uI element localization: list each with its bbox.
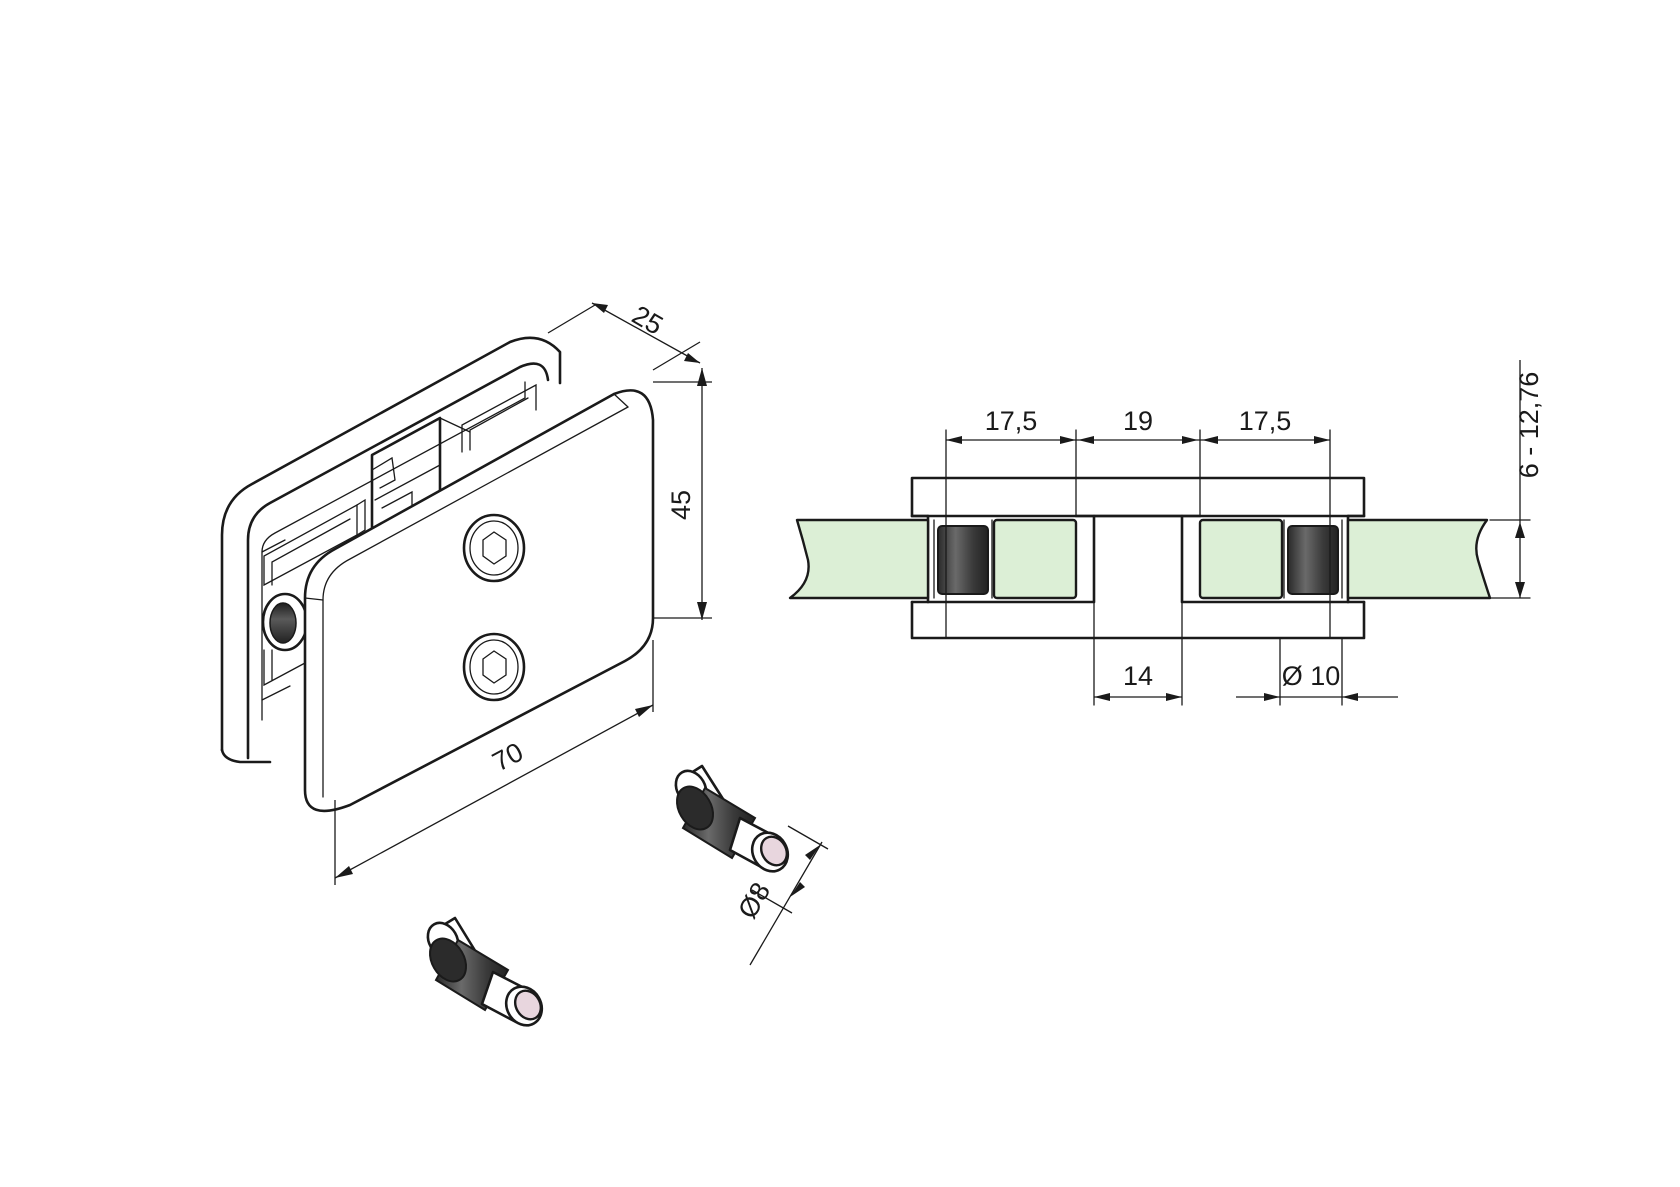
clamp-isometric — [220, 336, 655, 813]
dim-glass-label: 6 - 12,76 — [1514, 372, 1544, 479]
screw-lower — [462, 632, 526, 702]
screw-upper — [462, 513, 526, 583]
clamp-top-section — [910, 476, 1366, 518]
clamp-bottom-section — [910, 600, 1366, 640]
glass-left — [788, 518, 930, 600]
glass-center-right — [1198, 518, 1284, 600]
dim-pin-label: Ø 10 — [1282, 661, 1341, 691]
rubber-right — [1287, 525, 1339, 595]
glass-center-left — [992, 518, 1078, 600]
dim-right-label: 17,5 — [1239, 406, 1292, 436]
pin-right — [674, 764, 790, 873]
dim-pin-diameter-label: Ø8 — [732, 877, 776, 923]
rubber-left — [937, 525, 989, 595]
back-plate — [220, 336, 562, 752]
dim-gap-label: 14 — [1123, 661, 1153, 691]
pin-end — [759, 835, 789, 867]
pin-left — [426, 916, 544, 1027]
front-plate — [303, 389, 655, 813]
section-dimensions: 17,5 19 17,5 6 - 12,76 14 Ø 10 — [946, 360, 1544, 701]
glass-right — [1346, 518, 1492, 600]
dim-length-label: 70 — [487, 737, 528, 778]
dim-center-label: 19 — [1123, 406, 1153, 436]
dim-height-label: 45 — [666, 490, 696, 520]
section-view — [788, 429, 1531, 706]
dim-left-label: 17,5 — [985, 406, 1038, 436]
dim-depth-label: 25 — [627, 300, 668, 341]
